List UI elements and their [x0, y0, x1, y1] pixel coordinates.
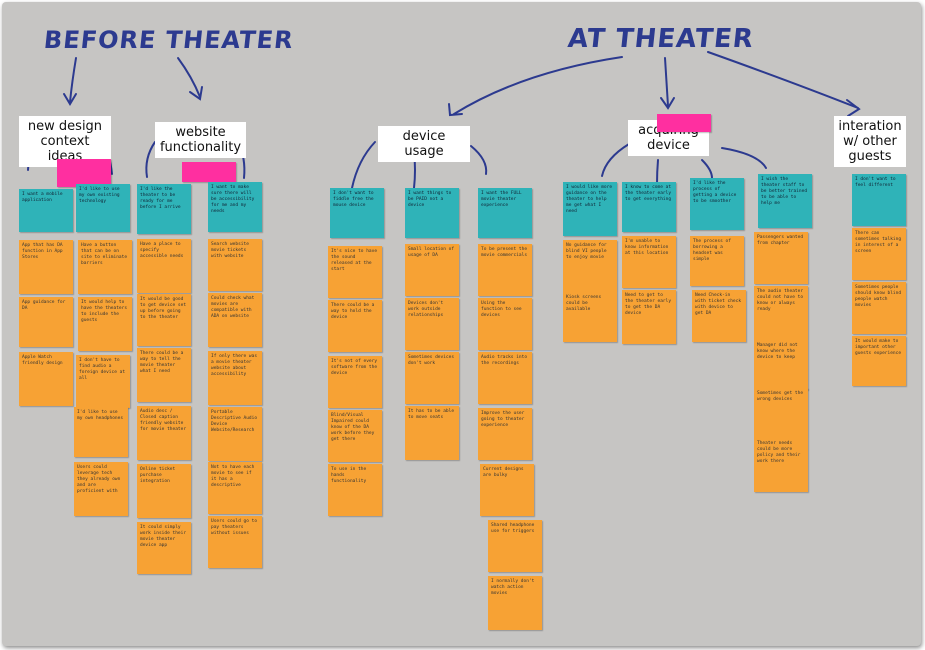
- sticky-note: There can sometimes talking in interest …: [852, 228, 906, 280]
- sticky-note: Audio tracks into the recordings: [478, 352, 532, 404]
- sticky-note: Passengers wanted from chapter: [754, 232, 808, 284]
- sticky-note: I want a mobile application: [19, 189, 73, 232]
- heading-at-theater: AT THEATER: [566, 24, 756, 54]
- sticky-note: It could simply work inside their movie …: [137, 522, 191, 574]
- sticky-note: There could be a way to hold the device: [328, 300, 382, 352]
- arrow-before-left: [69, 57, 77, 103]
- sticky-note: It would make to important other guests …: [852, 336, 906, 386]
- sticky-note: There could be a way to tell the movie t…: [137, 348, 191, 402]
- sticky-note: Need Check-in with ticket check with dev…: [692, 290, 746, 342]
- arrow-at-acquiring: [664, 57, 669, 107]
- sticky-note: Devices don't work outside relationships: [405, 298, 459, 350]
- sticky-note: Improve the user going to theater experi…: [478, 408, 532, 460]
- sticky-note: If only there was a movie theater websit…: [208, 351, 262, 405]
- sticky-note: To use in the hands functionality: [328, 464, 382, 516]
- sticky-note: It would be good to get device set up be…: [137, 294, 191, 346]
- sticky-note: I want to make sure there will be access…: [208, 182, 262, 232]
- sticky-note: I want the FULL movie theater experience: [478, 188, 532, 238]
- sticky-note: To be present the movie commercials: [478, 244, 532, 296]
- sticky-note: I want things to be PAID not a device: [405, 188, 459, 238]
- arrow-at-interaction: [707, 51, 859, 109]
- sticky-note: I don't want to fiddle free the mouse de…: [330, 188, 384, 238]
- sticky-note: Sometimes devices don't work: [405, 352, 459, 404]
- sticky-note: Portable Descriptive Audio Device Websit…: [208, 407, 262, 461]
- arrow-at-device-usage: [453, 56, 623, 115]
- sticky-note: It has to be able to move seats: [405, 406, 459, 460]
- sticky-note: The process of borrowing a headset was s…: [690, 236, 744, 286]
- sticky-note: App guidance for DA: [19, 297, 73, 347]
- sticky-note: I'd like to use my own headphones: [74, 407, 128, 457]
- label-website-functionality: website functionality: [155, 122, 246, 158]
- sticky-note: It would help to have the theaters to in…: [78, 297, 132, 351]
- sticky-note: Have a place to specify accessible needs: [137, 239, 191, 293]
- sticky-note: Search website movie tickets with websit…: [208, 239, 262, 291]
- sticky-note: Users could go to pay theaters without i…: [208, 516, 262, 568]
- sticky-note: Apple Watch friendly design: [19, 352, 73, 406]
- sticky-note: Online ticket purchase integration: [137, 464, 191, 518]
- sticky-note: I would like more guidance on the theate…: [563, 182, 617, 236]
- label-device-usage: device usage: [378, 126, 470, 162]
- sticky-note: I'd like the process of getting a device…: [690, 178, 744, 230]
- sticky-note: Audio desc / Closed caption friendly web…: [137, 406, 191, 460]
- sticky-note: [182, 162, 236, 182]
- arrow-before-right: [177, 57, 201, 98]
- sticky-note: Using the function to see devices: [478, 298, 532, 350]
- sticky-note: Manager did not know where the device to…: [754, 340, 808, 390]
- sticky-note: [657, 114, 711, 132]
- sticky-note: I'd like the theater to be ready for me …: [137, 184, 191, 234]
- sticky-note: I know to come at the theater early to g…: [622, 182, 676, 232]
- heading-before-theater: BEFORE THEATER: [42, 26, 296, 54]
- sticky-note: Sometimes people should know blind peopl…: [852, 282, 906, 334]
- sticky-note: App that has DA function in App Stores: [19, 240, 73, 294]
- sticky-note: Users could leverage tech they already o…: [74, 462, 128, 516]
- sticky-note: No guidance for blind VI people to enjoy…: [563, 240, 617, 292]
- sticky-note: The audio theater could not have to know…: [754, 286, 808, 340]
- sticky-note: Sometimes get the wrong devices: [754, 388, 808, 438]
- sticky-note: [57, 159, 111, 187]
- sticky-note: I don't want to feel different: [852, 174, 906, 226]
- sticky-note: Kiosk screens could be available: [563, 292, 617, 342]
- sticky-note: Need to get to the theater early to get …: [622, 290, 676, 344]
- sticky-note: Not to have each movie to see if it has …: [208, 462, 262, 514]
- sticky-note: I wish the theater staff to be better tr…: [758, 174, 812, 228]
- sticky-note: Current designs are bulky: [480, 464, 534, 516]
- sticky-note: Have a button that can be on site to eli…: [78, 240, 132, 294]
- sticky-note: I normally don't watch action movies: [488, 576, 542, 630]
- sticky-note: It's nice to have the sound released at …: [328, 246, 382, 298]
- sticky-note: Blind/Visual Impaired could know of the …: [328, 410, 382, 462]
- sticky-note: It's not of every software from the devi…: [328, 356, 382, 408]
- label-interaction-guests: interation w/ other guests: [834, 116, 906, 167]
- sticky-note: I'm unable to know information at this l…: [622, 236, 676, 288]
- sticky-note: Small location of usage of DA: [405, 244, 459, 296]
- sticky-note: I'd like to use my own existing technolo…: [76, 184, 130, 232]
- sticky-note: Shared headphone use for triggers: [488, 520, 542, 572]
- sticky-note: Could check what movies are compatible w…: [208, 293, 262, 347]
- sticky-note: Theater needs could be more policy and t…: [754, 438, 808, 492]
- sticky-note: I don't have to find audio a foreign dev…: [76, 355, 130, 408]
